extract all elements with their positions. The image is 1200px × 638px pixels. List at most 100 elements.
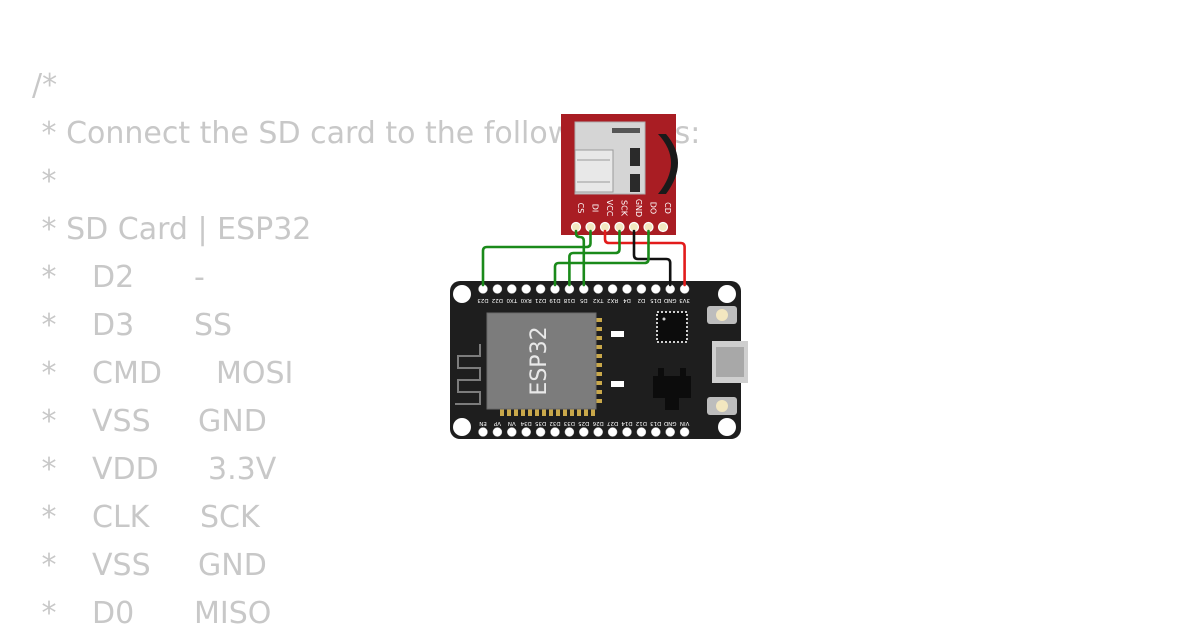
comment-line: * Connect the SD card to the following p…: [32, 110, 701, 158]
esp32-pin-label: D4: [623, 297, 631, 303]
esp32-pin-label: D35: [534, 420, 546, 426]
esp32-pin-d35[interactable]: [535, 427, 546, 437]
sd-card-pin-name: D3: [92, 308, 135, 343]
esp32-pin-label: D33: [563, 420, 575, 426]
wire-di-to-d23[interactable]: [481, 229, 592, 287]
module-pin-row: [500, 318, 602, 416]
en-button[interactable]: [707, 306, 737, 324]
esp32-pin-label: VP: [493, 420, 501, 426]
esp32-pin-label: RX2: [607, 297, 618, 303]
sd-pin-label: VCC: [605, 200, 614, 217]
esp32-pin-d15[interactable]: [651, 284, 661, 294]
comment-text: *: [32, 452, 57, 487]
wire-sck-to-d18[interactable]: [568, 229, 621, 287]
esp32-pin-d25[interactable]: [579, 427, 589, 437]
esp32-pin-rx0[interactable]: [521, 284, 531, 294]
mount-hole-icon: [718, 285, 736, 303]
module-pad: [594, 354, 602, 358]
esp32-pin-label: D34: [520, 420, 532, 426]
module-pad: [594, 363, 602, 367]
esp32-pin-d12[interactable]: [636, 427, 647, 437]
esp32-pin-label: D27: [606, 420, 618, 426]
esp32-pin-label: D14: [621, 420, 633, 426]
comment-text: *: [32, 308, 57, 343]
module-pad: [584, 408, 588, 416]
esp32-pin-d4[interactable]: [622, 284, 632, 294]
sd-card-pin-name: CMD: [92, 356, 162, 391]
chip-label: ESP32: [527, 326, 552, 395]
esp32-pin-label: D22: [492, 297, 503, 303]
wire-do-to-d19[interactable]: [553, 229, 650, 287]
esp32-pin-d34[interactable]: [521, 427, 531, 437]
sd-pin-label: GND: [634, 199, 643, 217]
esp32-pin-name: 3.3V: [208, 452, 277, 487]
module-pad: [563, 408, 567, 416]
esp32-pin-label: D19: [549, 297, 561, 303]
module-pad: [594, 318, 602, 322]
esp32-pin-d22[interactable]: [492, 284, 503, 294]
sd-card-pin-name: VSS: [92, 548, 151, 583]
esp32-pin-en[interactable]: [478, 427, 488, 437]
mount-hole-icon: [453, 418, 471, 436]
comment-line: *: [32, 158, 700, 206]
esp32-pin-vp[interactable]: [492, 427, 503, 437]
module-pad: [577, 408, 581, 416]
module-pad: [594, 390, 602, 394]
esp32-module: ESP32: [486, 312, 602, 416]
sd-card-pin-name: VSS: [92, 404, 151, 439]
esp32-pin-vin[interactable]: [679, 427, 690, 437]
wire-group: [481, 229, 686, 287]
module-pad: [507, 408, 511, 416]
boot-button[interactable]: [707, 397, 737, 415]
esp32-pin-d14[interactable]: [622, 427, 632, 437]
module-pad: [594, 399, 602, 403]
sd-pin-label: DI: [591, 204, 600, 213]
module-pad: [591, 408, 595, 416]
sd-card-pin-name: VDD: [92, 452, 159, 487]
sd-pin-cd[interactable]: [657, 221, 669, 233]
module-pad: [549, 408, 553, 416]
esp32-pin-tx2[interactable]: [593, 284, 603, 294]
sd-card-pin-name: D0: [92, 596, 135, 631]
esp32-pin-name: GND: [198, 548, 267, 583]
sd-card-pin-name: D2: [92, 260, 135, 295]
wire-gnd-to-gnd[interactable]: [632, 229, 672, 287]
wire-vcc-to-3v3[interactable]: [603, 229, 686, 287]
esp32-pin-rx2[interactable]: [607, 284, 618, 294]
esp32-pin-gnd[interactable]: [665, 427, 675, 437]
esp32-pin-d32[interactable]: [550, 427, 560, 437]
sd-pin-label: SCK: [620, 200, 629, 217]
comment-line: *D2-: [32, 254, 700, 302]
module-pad: [594, 372, 602, 376]
esp32-pin-name: SS: [194, 308, 233, 343]
esp32-pin-label: D21: [535, 297, 546, 303]
comment-text: *: [32, 500, 57, 535]
module-pad: [594, 336, 602, 340]
esp32-pin-label: D32: [549, 420, 560, 426]
esp32-pin-d2[interactable]: [636, 284, 647, 294]
esp32-pin-d27[interactable]: [607, 427, 618, 437]
esp32-pin-d33[interactable]: [564, 427, 575, 437]
comment-text: *: [32, 164, 57, 199]
esp32-pin-d13[interactable]: [651, 427, 661, 437]
comment-line: * SD Card | ESP32: [32, 206, 700, 254]
esp32-pin-label: VN: [508, 420, 516, 426]
led-icon: [611, 331, 624, 337]
esp32-pin-d21[interactable]: [535, 284, 546, 294]
esp32-pin-tx0[interactable]: [507, 284, 517, 294]
wire-cs-to-d5[interactable]: [574, 229, 586, 287]
esp32-pin-label: 3V3: [679, 297, 690, 303]
esp32-pin-vn[interactable]: [507, 427, 517, 437]
mount-hole-icon: [718, 418, 736, 436]
esp32-pin-d26[interactable]: [593, 427, 603, 437]
